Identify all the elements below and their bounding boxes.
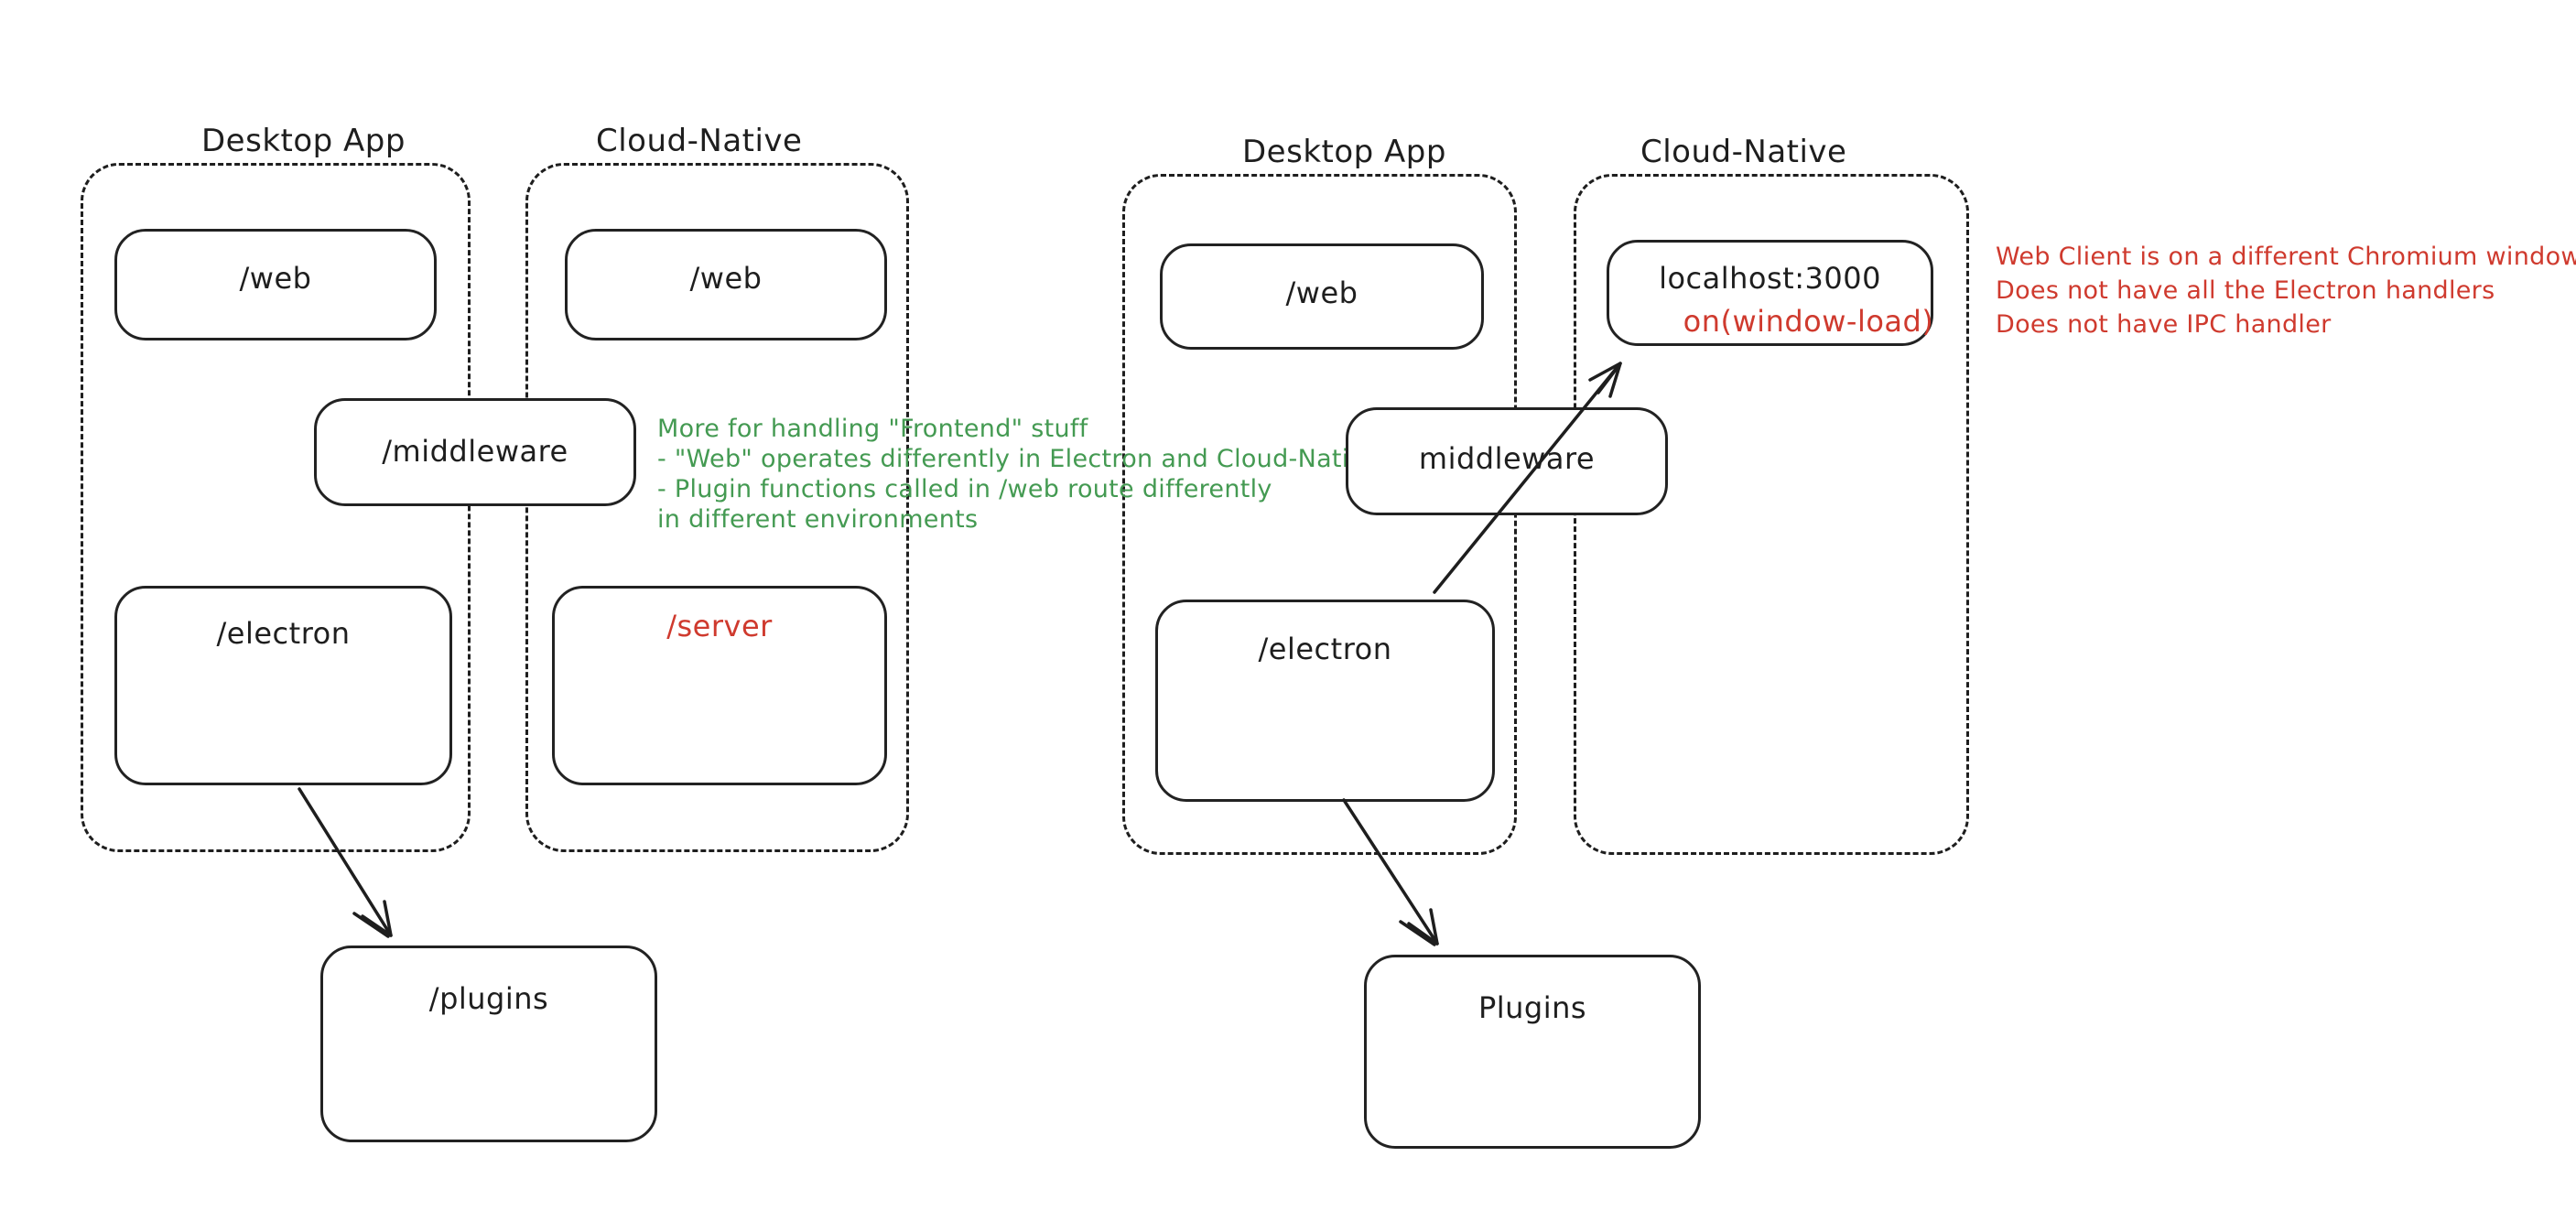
- left-server-label: /server: [666, 609, 773, 643]
- red-note-line-1: Web Client is on a different Chromium wi…: [1996, 243, 2576, 271]
- left-middleware-label: /middleware: [382, 434, 568, 469]
- right-plugins-label: Plugins: [1477, 990, 1587, 1025]
- left-desktop-web-box: /web: [114, 229, 437, 340]
- left-electron-box: /electron: [114, 586, 452, 785]
- left-plugins-box: /plugins: [320, 946, 657, 1142]
- left-cloud-group-label: Cloud-Native: [596, 123, 803, 159]
- left-desktop-group-label: Desktop App: [201, 123, 406, 159]
- red-note-line-3: Does not have IPC handler: [1996, 310, 2332, 339]
- left-plugins-label: /plugins: [428, 981, 549, 1016]
- right-middleware-box: middleware: [1346, 407, 1668, 515]
- left-desktop-group-container: [81, 163, 471, 852]
- left-middleware-box: /middleware: [314, 398, 636, 506]
- green-note: More for handling "Frontend" stuff - "We…: [657, 414, 1380, 535]
- red-note-line-2: Does not have all the Electron handlers: [1996, 276, 2495, 305]
- left-cloud-web-label: /web: [689, 261, 763, 296]
- left-server-box: /server: [552, 586, 887, 785]
- left-desktop-web-label: /web: [239, 261, 312, 296]
- green-note-line-3: - Plugin functions called in /web route …: [657, 475, 1272, 503]
- right-desktop-web-box: /web: [1160, 243, 1484, 350]
- green-note-line-4: in different environments: [657, 505, 979, 534]
- red-note: Web Client is on a different Chromium wi…: [1996, 240, 2576, 341]
- right-desktop-group-label: Desktop App: [1242, 134, 1446, 170]
- left-electron-label: /electron: [216, 616, 351, 651]
- right-localhost-box: localhost:3000 on(window-load): [1607, 240, 1933, 346]
- right-plugins-box: Plugins: [1364, 955, 1701, 1149]
- left-cloud-web-box: /web: [565, 229, 887, 340]
- green-note-line-1: More for handling "Frontend" stuff: [657, 415, 1088, 443]
- left-cloud-group-container: [525, 163, 909, 852]
- right-electron-label: /electron: [1258, 632, 1392, 666]
- green-note-line-2: - "Web" operates differently in Electron…: [657, 445, 1380, 473]
- right-desktop-web-label: /web: [1285, 276, 1358, 310]
- right-localhost-label: localhost:3000: [1659, 261, 1881, 296]
- right-cloud-group-label: Cloud-Native: [1640, 134, 1847, 170]
- right-middleware-label: middleware: [1418, 441, 1596, 476]
- right-on-window-load-label: on(window-load): [1683, 304, 1934, 339]
- right-electron-box: /electron: [1155, 600, 1495, 802]
